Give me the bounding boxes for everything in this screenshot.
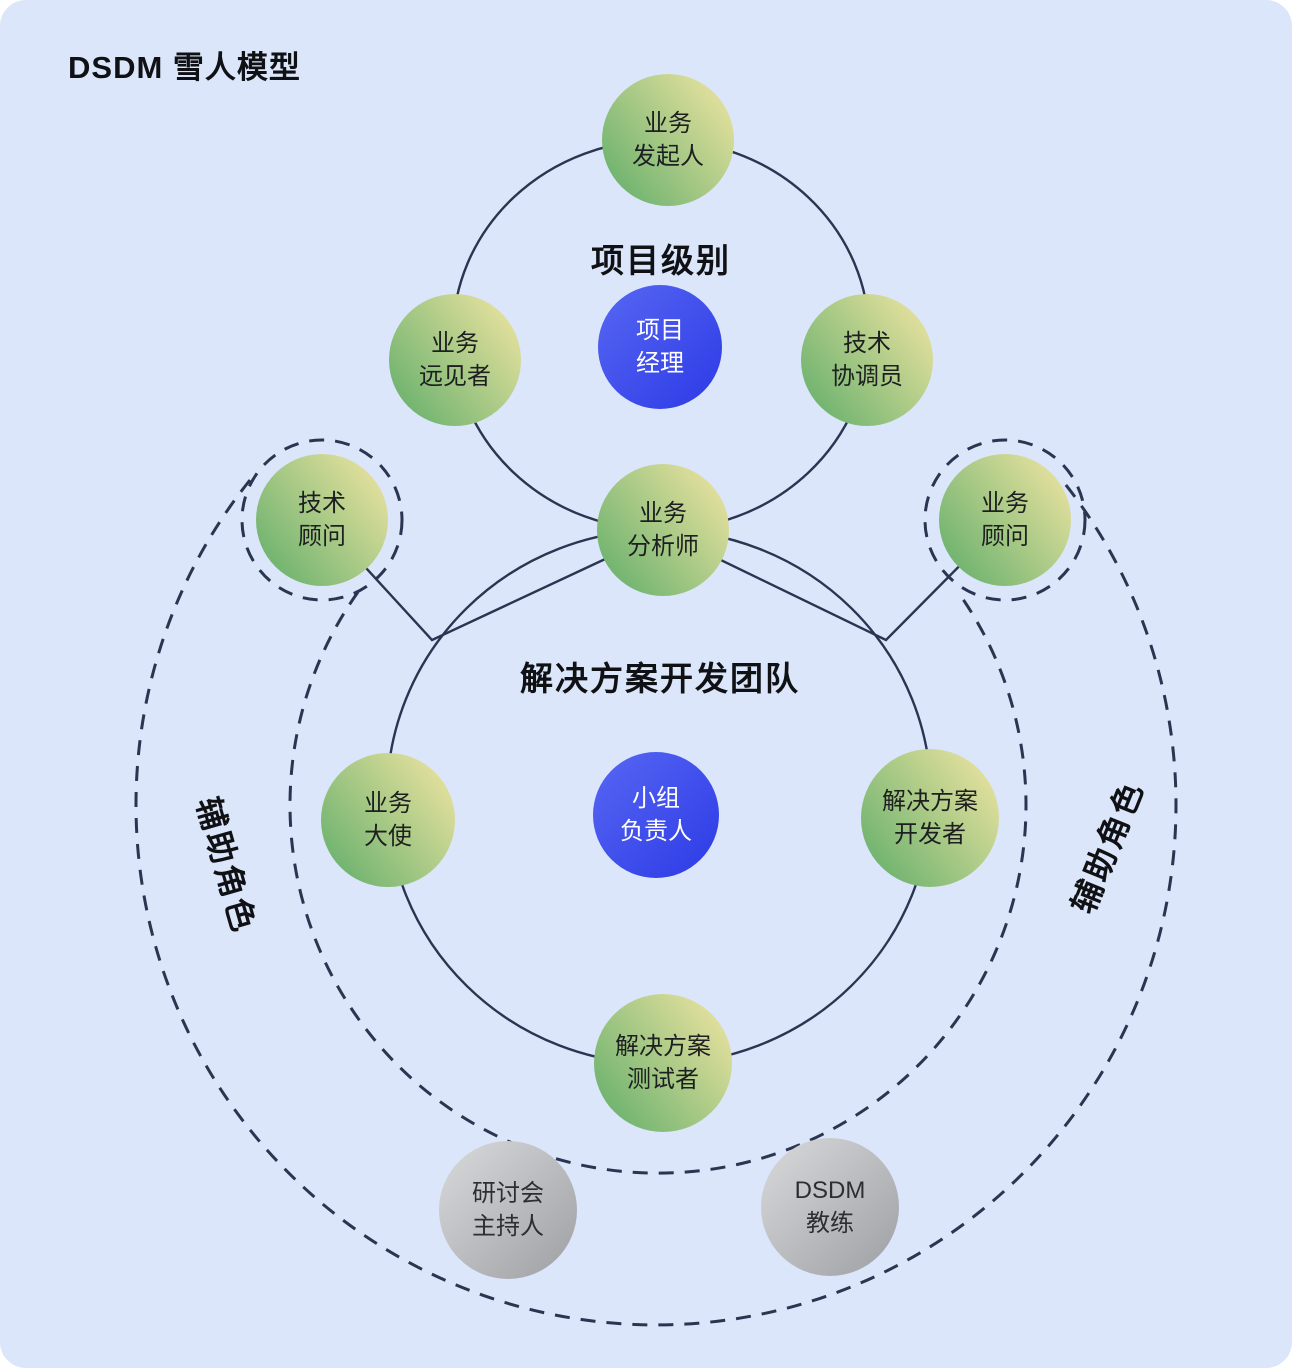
team-leader-label: 小组 负责人 [620, 784, 692, 845]
workshop-facilitator-node: 研讨会 主持人 [439, 1141, 577, 1279]
solution-team-label: 解决方案开发团队 [520, 660, 800, 697]
business-ambassador-node: 业务 大使 [321, 753, 455, 887]
technical-advisor-label: 技术 顾问 [298, 489, 346, 550]
business-analyst-node: 业务 分析师 [597, 464, 729, 596]
solution-developer-label: 解决方案 开发者 [882, 787, 978, 848]
business-analyst-label: 业务 分析师 [627, 499, 699, 560]
project-manager-node: 项目 经理 [598, 285, 722, 409]
technical-coordinator-label: 技术 协调员 [831, 329, 903, 390]
business-ambassador-label: 业务 大使 [364, 789, 412, 850]
business-visionary-label: 业务 远见者 [419, 329, 491, 390]
business-sponsor-label: 业务 发起人 [632, 109, 704, 170]
solution-developer-node: 解决方案 开发者 [861, 749, 999, 887]
project-manager-label: 项目 经理 [636, 316, 684, 377]
solution-tester-label: 解决方案 测试者 [615, 1032, 711, 1093]
team-leader-node: 小组 负责人 [593, 752, 719, 878]
dsdm-coach-label: DSDM 教练 [794, 1176, 866, 1237]
business-advisor-node: 业务 顾问 [939, 454, 1071, 586]
business-visionary-node: 业务 远见者 [389, 294, 521, 426]
project-level-label: 项目级别 [591, 242, 731, 279]
supporting-roles-outer-arc [134, 479, 1178, 1327]
workshop-facilitator-label: 研讨会 主持人 [472, 1179, 544, 1240]
technical-advisor-node: 技术 顾问 [256, 454, 388, 586]
technical-advisor-dashed-circle [240, 438, 404, 602]
business-advisor-dashed-circle [923, 438, 1087, 602]
business-advisor-label: 业务 顾问 [981, 489, 1029, 550]
supporting-roles-inner-arc [288, 591, 1028, 1175]
solution-tester-node: 解决方案 测试者 [594, 994, 732, 1132]
technical-coordinator-node: 技术 协调员 [801, 294, 933, 426]
business-sponsor-node: 业务 发起人 [602, 74, 734, 206]
dsdm-coach-node: DSDM 教练 [761, 1138, 899, 1276]
page-title: DSDM 雪人模型 [68, 50, 301, 85]
